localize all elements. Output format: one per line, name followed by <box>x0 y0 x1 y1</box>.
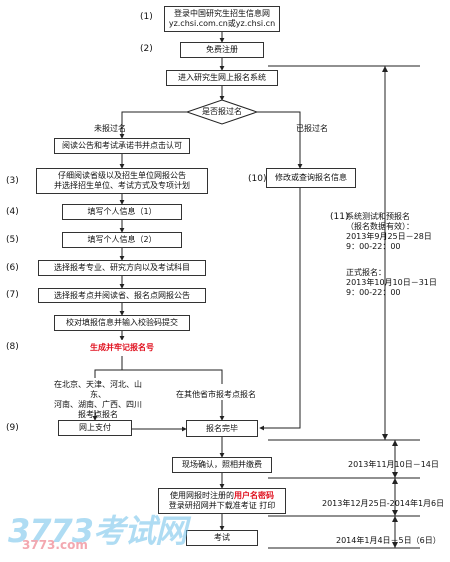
trial-line-3: 2013年9月25日－28日 <box>346 232 432 241</box>
exam-box: 考试 <box>186 530 258 546</box>
read-school-line-1: 仔细阅读省级以及招生单位网报公告 <box>58 171 186 180</box>
step-3: (3) <box>6 176 19 186</box>
regions-line-2: 河南、湖南、广西、四川 <box>54 400 142 409</box>
read-school-line-2: 并选择招生单位、考试方式及专项计划 <box>54 181 190 190</box>
choose-major-box: 选择报考专业、研究方向以及考试科目 <box>38 260 206 276</box>
print-line-1: 使用网报时注册的用户名密码 <box>170 491 274 501</box>
step-6: (6) <box>6 263 19 273</box>
trial-line-4: 9：00-22：00 <box>346 242 401 251</box>
formal-line-1: 正式报名： <box>346 268 386 277</box>
watermark-url: 3773.com <box>22 538 88 552</box>
step-7: (7) <box>6 290 19 300</box>
enter-system-box: 进入研究生网上报名系统 <box>166 70 278 86</box>
formal-schedule: 正式报名： 2013年10月10日－31日 9：00-22：00 <box>346 268 446 298</box>
done-box: 报名完毕 <box>186 420 258 437</box>
modify-box: 修改或查询报名信息 <box>266 168 356 188</box>
info1-box: 填写个人信息（1） <box>62 204 182 220</box>
regions-line-3: 报考点报名 <box>78 410 118 419</box>
login-line-1: 登录中国研究生招生信息网 <box>174 9 270 18</box>
read-notice-box: 阅读公告和考试承诺书并点击认可 <box>54 138 190 154</box>
trial-line-2: （报名数据有效）： <box>346 222 414 231</box>
register-box: 免费注册 <box>180 42 264 58</box>
regions-line-1: 在北京、天津、河北、山东、 <box>54 380 142 399</box>
generate-number-label: 生成并牢记报名号 <box>64 340 180 356</box>
formal-line-2: 2013年10月10日－31日 <box>346 278 437 287</box>
print-ticket-box: 使用网报时注册的用户名密码 登录研招网并下载准考证 打印 <box>158 488 286 514</box>
step-10: (10) <box>248 174 267 184</box>
step-2: (2) <box>140 44 153 54</box>
choose-point-box: 选择报考点并阅读省、报名点网报公告 <box>38 288 206 303</box>
date-print: 2013年12月25日-2014年1月6日 <box>322 499 445 508</box>
watermark-brand: 3773考试网 <box>8 512 187 550</box>
formal-line-3: 9：00-22：00 <box>346 288 401 297</box>
login-box: 登录中国研究生招生信息网 yz.chsi.com.cn或yz.chsi.cn <box>164 6 280 32</box>
date-confirm: 2013年11月10日－14日 <box>348 460 439 469</box>
not-registered-label: 未报过名 <box>94 124 126 133</box>
print-prefix: 使用网报时注册的 <box>170 491 234 500</box>
trial-line-1: 系统测试和预报名 <box>346 212 410 221</box>
login-line-2: yz.chsi.com.cn或yz.chsi.cn <box>168 19 276 28</box>
decision-label: 是否报过名 <box>202 107 242 116</box>
date-exam: 2014年1月4日－5日（6日） <box>336 536 441 545</box>
info2-box: 填写个人信息（2） <box>62 232 182 248</box>
step-5: (5) <box>6 235 19 245</box>
print-credentials: 用户名密码 <box>234 491 274 500</box>
step-1: (1) <box>140 12 153 22</box>
verify-box: 校对填报信息并输入校验码提交 <box>54 315 190 331</box>
step-9: (9) <box>6 423 19 433</box>
confirm-box: 现场确认，照相并缴费 <box>172 457 272 473</box>
trial-schedule: 系统测试和预报名 （报名数据有效）： 2013年9月25日－28日 9：00-2… <box>346 212 446 252</box>
decision-diamond <box>185 99 259 125</box>
pay-online-box: 网上支付 <box>58 420 132 436</box>
step-11: (11) <box>330 212 349 222</box>
other-regions-label: 在其他省市报考点报名 <box>176 390 256 399</box>
step-8: (8) <box>6 342 19 352</box>
regions-label: 在北京、天津、河北、山东、 河南、湖南、广西、四川 报考点报名 <box>48 380 148 420</box>
registered-label: 已报过名 <box>296 124 328 133</box>
print-line-2: 登录研招网并下载准考证 打印 <box>168 501 276 510</box>
step-4: (4) <box>6 207 19 217</box>
read-school-box: 仔细阅读省级以及招生单位网报公告 并选择招生单位、考试方式及专项计划 <box>36 168 208 194</box>
